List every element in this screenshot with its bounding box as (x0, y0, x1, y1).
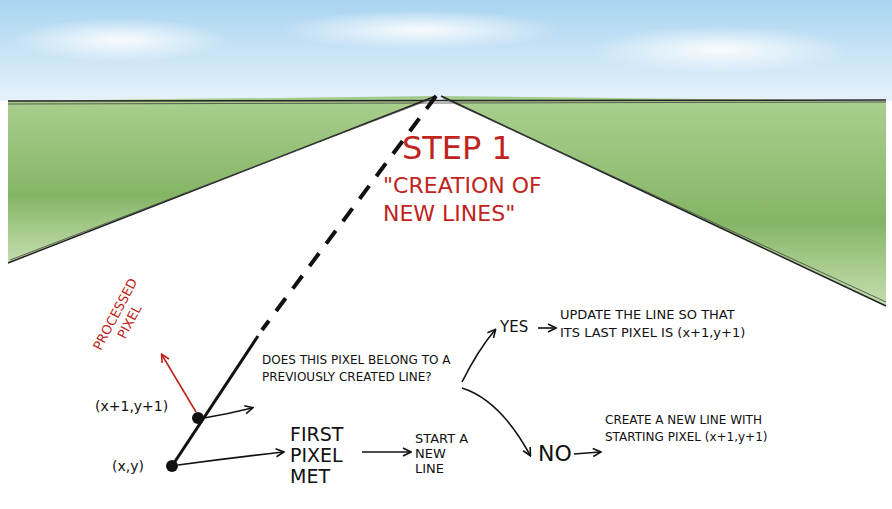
pixel-dot (166, 460, 178, 472)
leader-arrow (538, 327, 555, 329)
answer-label: NO (538, 440, 578, 468)
pixel-dot (192, 412, 204, 424)
pixel-line (172, 336, 258, 466)
leader-arrow (462, 388, 530, 455)
coordinate-label: (x,y) (112, 458, 172, 476)
leader-arrow (574, 452, 600, 454)
road-edge (443, 98, 886, 302)
grass-left (8, 96, 436, 263)
note-text: FIRST PIXEL MET (290, 424, 360, 487)
cloud (280, 10, 560, 50)
leader-arrow (462, 330, 495, 382)
cloud (590, 26, 850, 74)
leader-arrow (204, 408, 252, 418)
note-text: START A NEW LINE (415, 432, 473, 477)
question-text: DOES THIS PIXEL BELONG TO A PREVIOUSLY C… (262, 352, 462, 386)
sky (0, 0, 892, 101)
road-edge (8, 96, 436, 263)
step-subtitle: "CREATION OF NEW LINES" (383, 172, 598, 227)
cloud (10, 18, 230, 62)
note-text: UPDATE THE LINE SO THAT ITS LAST PIXEL I… (560, 306, 750, 341)
leader-arrow (362, 451, 410, 453)
callout-label: PROCESSED PIXEL (86, 268, 160, 368)
step-title: STEP 1 (402, 128, 562, 168)
leader-arrow (178, 452, 283, 465)
note-text: CREATE A NEW LINE WITH STARTING PIXEL (x… (605, 412, 770, 446)
coordinate-label: (x+1,y+1) (95, 398, 185, 416)
answer-label: YES (500, 318, 540, 337)
road-edge (10, 98, 434, 260)
horizon-line (8, 102, 886, 104)
